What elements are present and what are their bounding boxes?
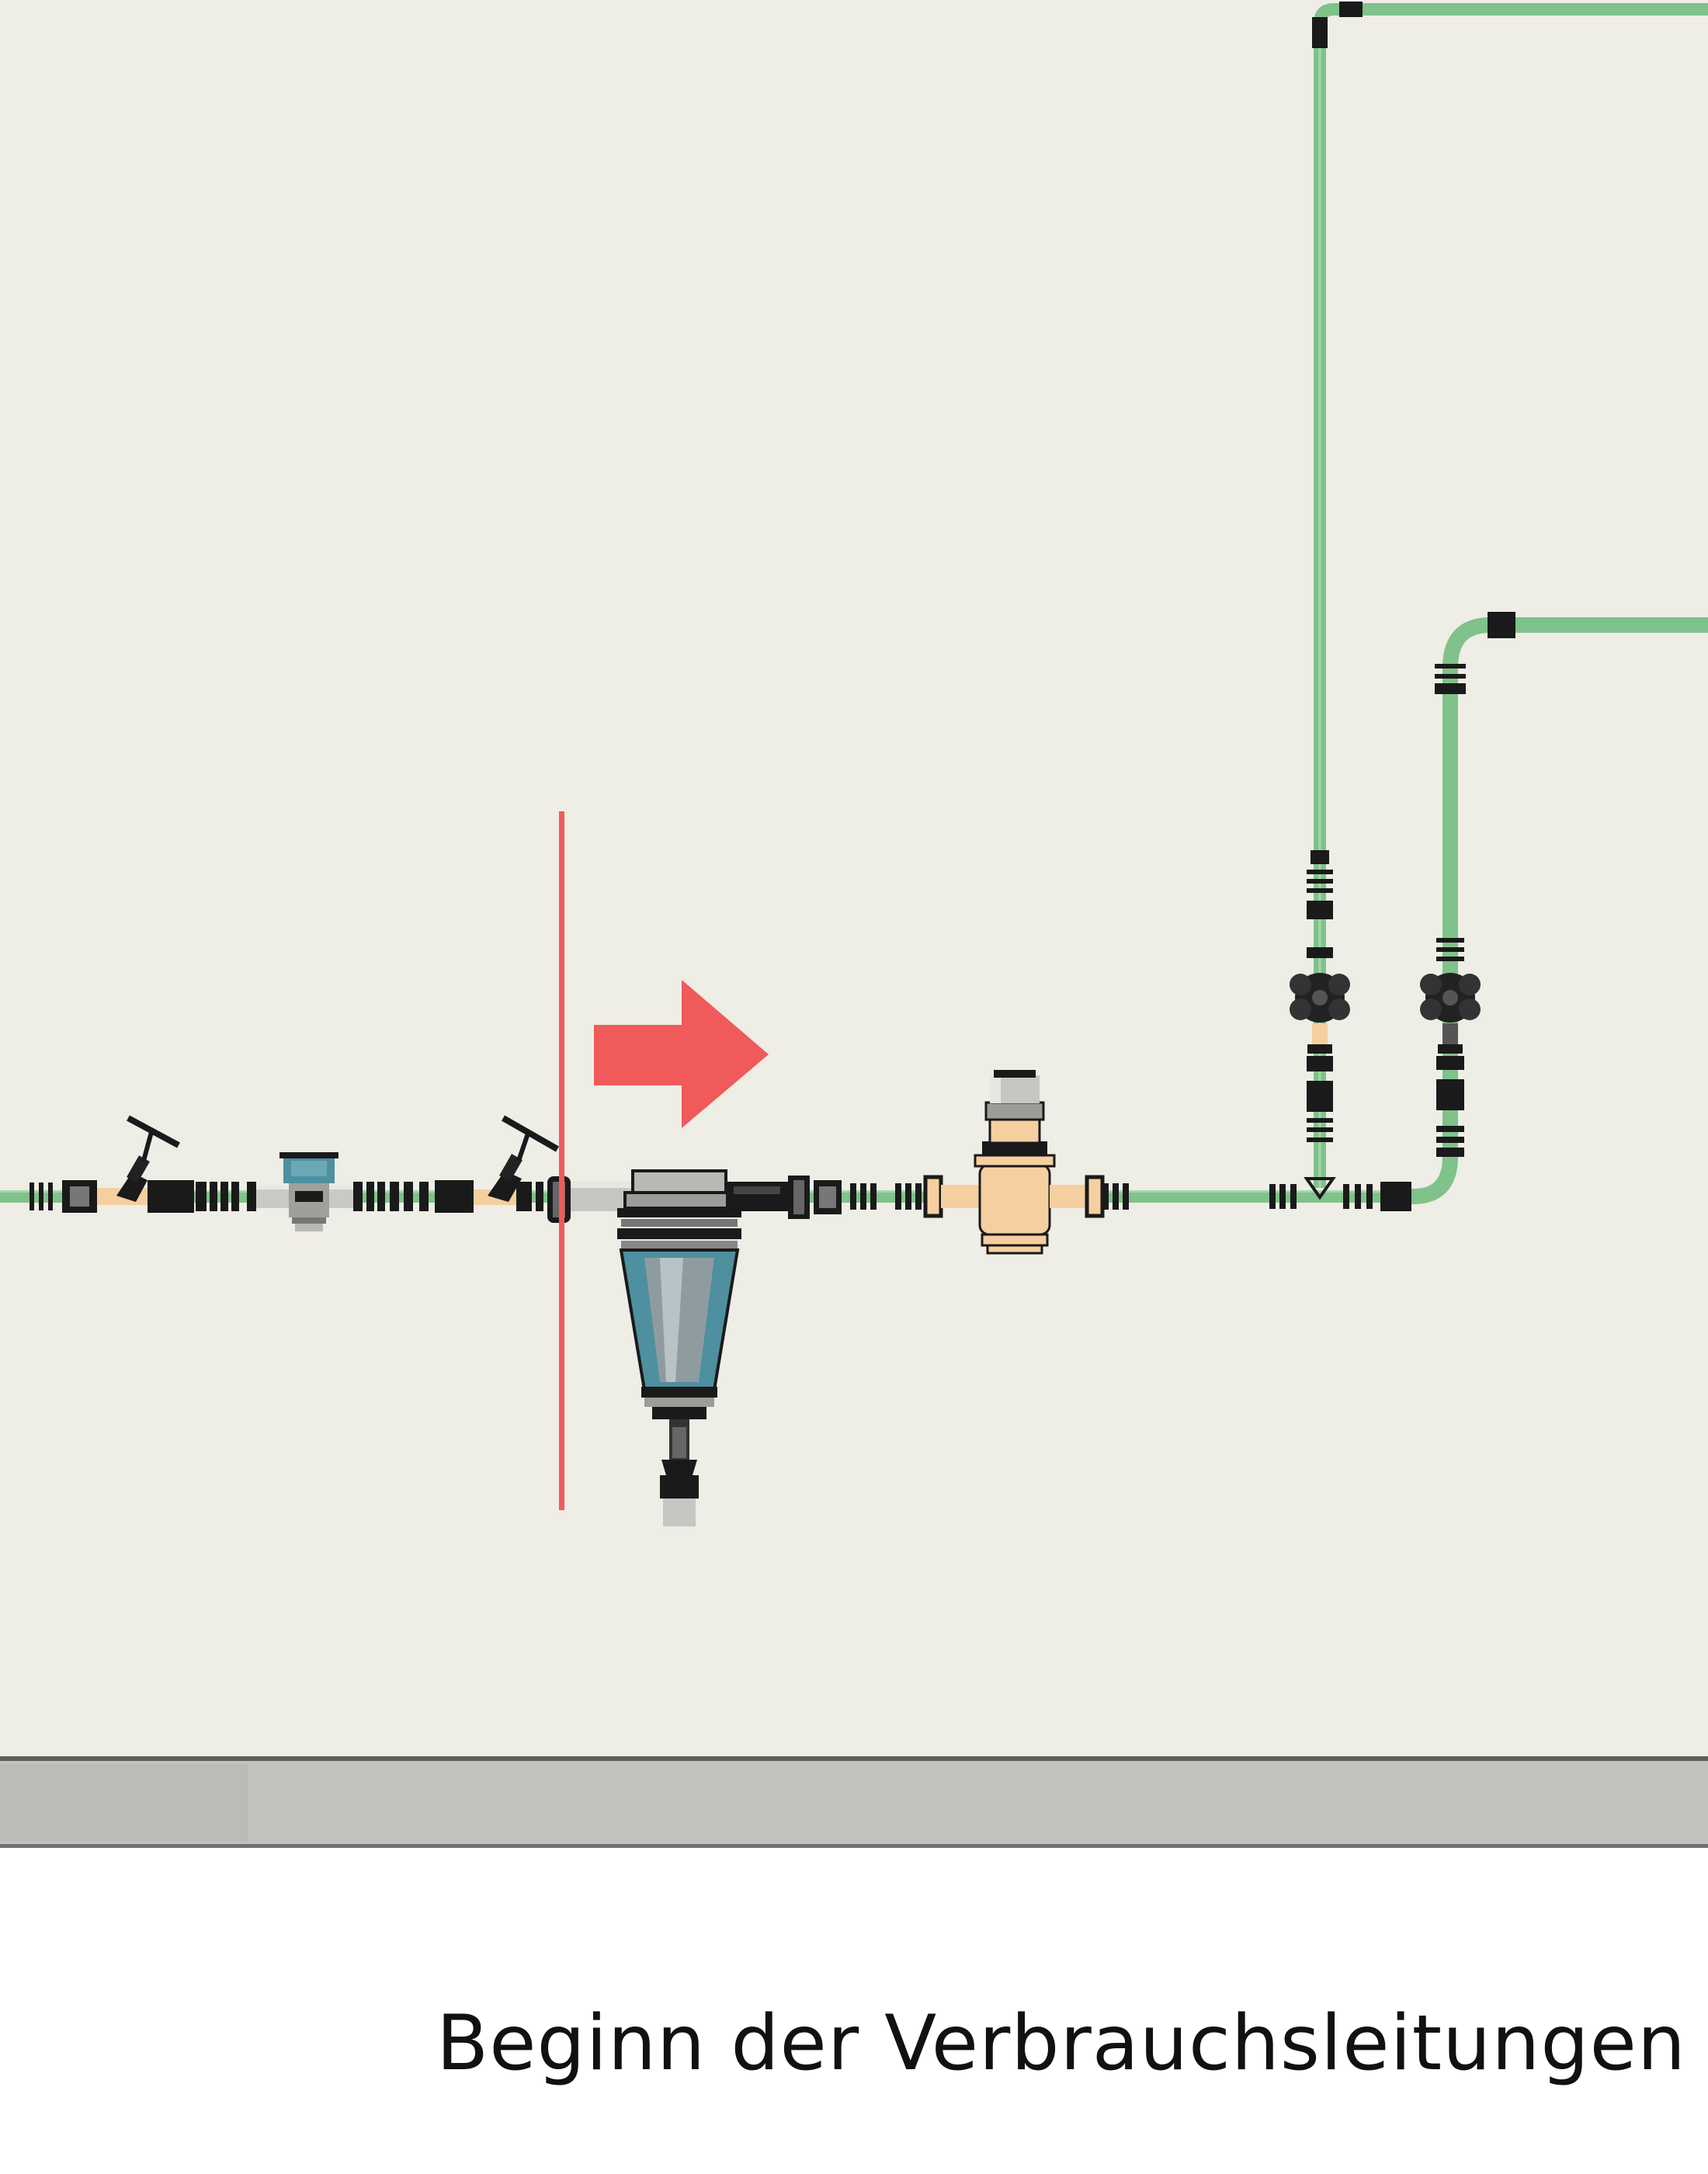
floor-strip — [0, 1756, 1708, 1848]
valve-icon — [116, 1115, 180, 1202]
arrow-right-icon — [594, 980, 769, 1128]
filter-icon — [571, 1169, 788, 1526]
riser-fittings — [1304, 2, 1515, 1200]
boundary-line — [559, 811, 564, 1510]
valve-icon — [1420, 973, 1481, 1054]
tee-fittings — [1269, 1182, 1411, 1211]
left-fittings — [30, 1180, 97, 1213]
valve-icon — [1290, 973, 1350, 1054]
pressure-reducer-icon — [923, 1070, 1105, 1255]
wall-background — [0, 0, 1708, 1759]
caption: Beginn der Verbrauchsleitungen — [436, 1999, 1686, 2088]
riser-pipe-2 — [1390, 617, 1708, 1204]
valve-icon — [488, 1115, 559, 1202]
reducer-outlet-couplings — [1102, 1183, 1129, 1210]
filter-outlet-couplings — [788, 1176, 922, 1219]
meter-couplings — [148, 1180, 474, 1213]
water-meter-icon — [279, 1152, 338, 1231]
